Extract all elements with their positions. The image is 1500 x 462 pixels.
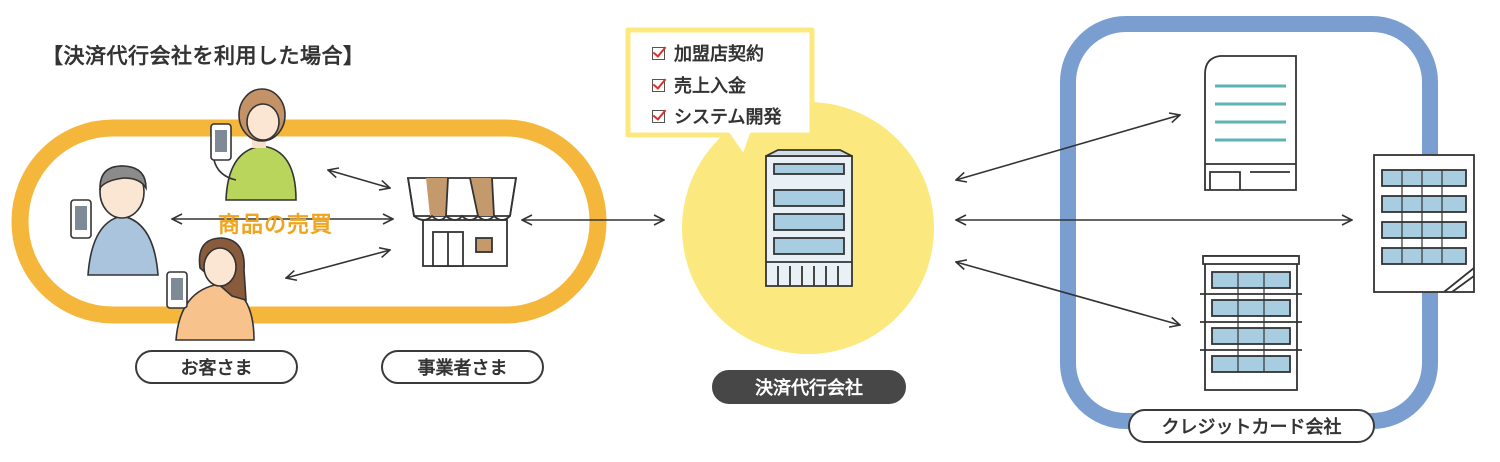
customers-label: お客さま (135, 350, 298, 384)
arrow-agency-card-bottom (956, 262, 1180, 325)
checkbox-checked-icon (652, 46, 665, 60)
trade-label: 商品の売買 (218, 213, 334, 238)
page-title: 【決済代行会社を利用した場合】 (42, 44, 365, 68)
arrow-customer-top-merchant (328, 170, 390, 188)
payment-agency-building-icon (765, 149, 853, 287)
checklist-bubble (625, 27, 815, 161)
merchant-shop-icon (406, 177, 518, 267)
customer-woman-orange-icon (166, 237, 255, 341)
card-companies-label: クレジットカード会社 (1128, 409, 1375, 443)
checklist-item-merchant-contract: 加盟店契約 (652, 40, 764, 66)
checklist-item-label: システム開発 (674, 107, 782, 128)
checklist-item-label: 加盟店契約 (674, 44, 764, 65)
card-company-building-top-icon (1204, 55, 1297, 191)
checkbox-checked-icon (652, 78, 665, 92)
customer-man-blue-icon (70, 165, 159, 276)
card-company-building-right-icon (1373, 154, 1475, 293)
customer-woman-green-icon (210, 88, 297, 201)
arrow-agency-card-top (956, 115, 1180, 180)
arrow-customer-bottom-merchant (286, 250, 390, 278)
payment-agency-label: 決済代行会社 (712, 370, 906, 404)
checklist-item-sales-deposit: 売上入金 (652, 72, 746, 98)
checkbox-checked-icon (652, 109, 665, 123)
merchants-label: 事業者さま (381, 350, 544, 384)
checklist-item-system-development: システム開発 (652, 103, 781, 129)
card-company-building-bottom-icon (1200, 255, 1302, 391)
checklist-item-label: 売上入金 (674, 76, 746, 97)
